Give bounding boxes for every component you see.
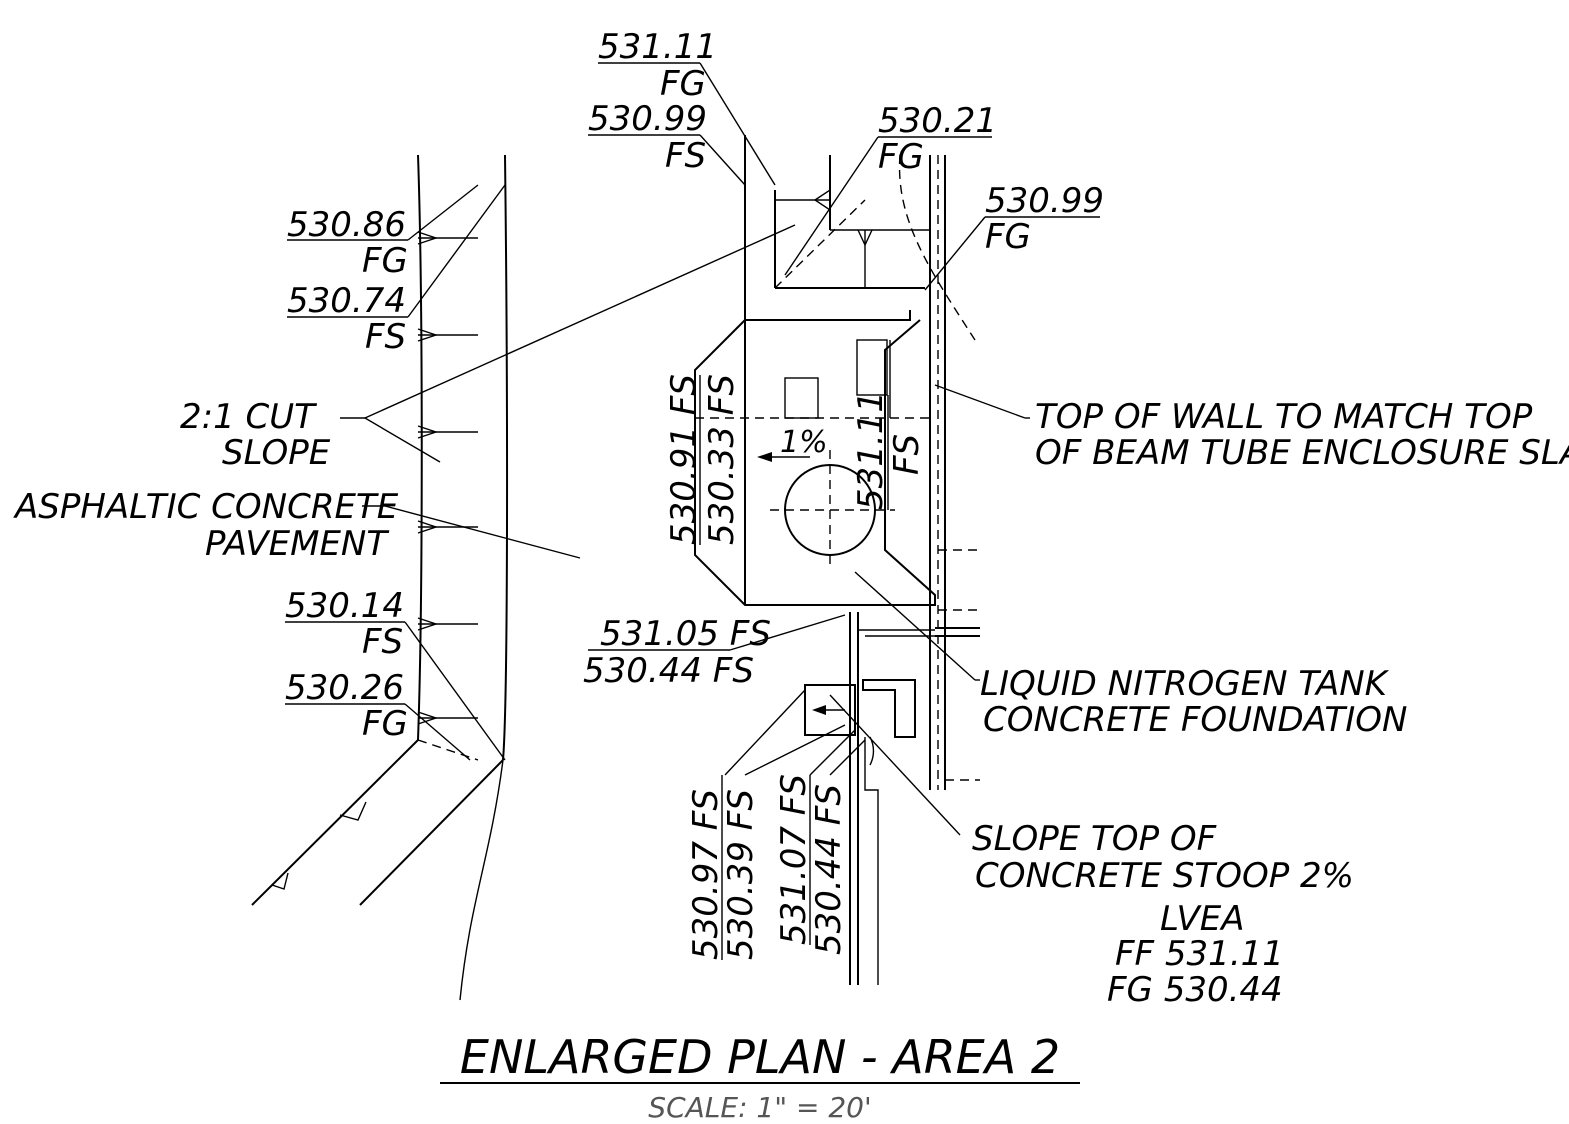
label-mid-fg: FG <box>878 137 924 177</box>
label-wall-note-1: TOP OF WALL TO MATCH TOP <box>1035 397 1533 437</box>
label-stoop-v1: 530.97 FS <box>686 789 726 960</box>
label-top-fs: FS <box>665 136 706 176</box>
label-stoop-v2: 530.39 FS <box>721 789 761 960</box>
label-asphalt-1: ASPHALTIC CONCRETE <box>13 487 399 527</box>
drawing-scale: SCALE: 1" = 20' <box>648 1091 871 1124</box>
label-stoop-v3: 531.07 FS <box>774 774 814 945</box>
label-slope-pct: 1% <box>780 425 828 460</box>
label-top-fg: FG <box>660 64 706 104</box>
label-left2-elev: 530.74 <box>287 281 406 321</box>
label-pad-v3: 531.11 <box>851 391 891 510</box>
label-lvea-3: FG 530.44 <box>1107 970 1283 1010</box>
ln2-pad <box>694 310 1030 681</box>
label-left1-elev: 530.86 <box>287 205 406 245</box>
label-ln2-2: CONCRETE FOUNDATION <box>983 700 1407 740</box>
label-pad-v1: 530.91 FS <box>664 374 704 545</box>
label-left4-elev: 530.26 <box>285 668 404 708</box>
label-left2-code: FS <box>365 317 406 357</box>
label-stoop-note-2: CONCRETE STOOP 2% <box>975 856 1354 896</box>
label-pad-v2: 530.33 FS <box>702 374 742 545</box>
label-asphalt-2: PAVEMENT <box>205 524 389 564</box>
label-top-fs-elev: 530.99 <box>588 99 707 139</box>
road-linework <box>251 154 509 1001</box>
label-left3-code: FS <box>362 622 403 662</box>
label-left1-code: FG <box>362 241 408 281</box>
label-right-fg: FG <box>985 217 1031 257</box>
label-mid-fg-elev: 530.21 <box>878 101 997 141</box>
label-cut-slope-1: 2:1 CUT <box>180 397 317 437</box>
label-lvea-1: LVEA <box>1160 899 1244 939</box>
label-top-fg-elev: 531.11 <box>598 27 717 67</box>
label-wall-note-2: OF BEAM TUBE ENCLOSURE SLAB <box>1035 433 1569 473</box>
left-leaders <box>285 184 796 761</box>
label-ln2-1: LIQUID NITROGEN TANK <box>980 664 1390 704</box>
label-left3-elev: 530.14 <box>285 586 404 626</box>
label-pad-bottom-1: 531.05 FS <box>600 614 771 654</box>
stoop-linework <box>724 612 961 985</box>
drawing-title: ENLARGED PLAN - AREA 2 <box>460 1030 1060 1084</box>
label-cut-slope-2: SLOPE <box>222 433 331 473</box>
label-right-fg-elev: 530.99 <box>985 181 1104 221</box>
label-left4-code: FG <box>362 704 408 744</box>
label-pad-bottom-2: 530.44 FS <box>583 651 754 691</box>
label-stoop-v4: 530.44 FS <box>809 784 849 955</box>
top-leaders <box>588 62 1100 291</box>
wall-linework <box>744 135 980 790</box>
label-lvea-2: FF 531.11 <box>1115 934 1284 974</box>
label-stoop-note-1: SLOPE TOP OF <box>972 819 1217 859</box>
label-pad-v3-code: FS <box>887 434 927 475</box>
